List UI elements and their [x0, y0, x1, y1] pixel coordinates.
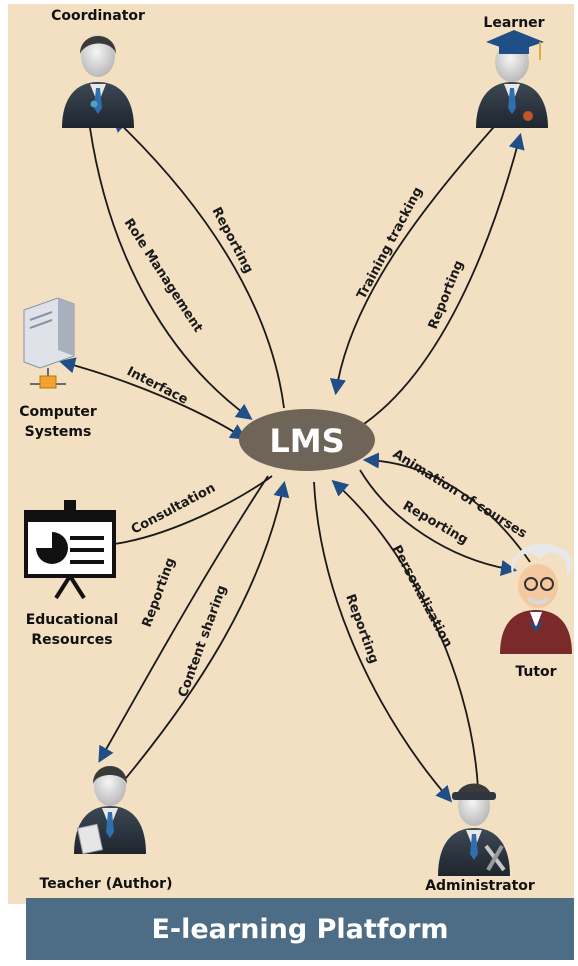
admin-reporting-line: [313, 481, 453, 803]
computer-systems-label-line1: Computer: [19, 404, 97, 420]
coordinator-reporting-line: [111, 115, 285, 409]
businessman-tools-icon: [438, 783, 510, 876]
coordinator-label: Coordinator: [51, 8, 145, 24]
learner-label: Learner: [483, 15, 544, 31]
learner-training-line: [329, 119, 501, 396]
tutor-actor[interactable]: Tutor: [500, 543, 572, 680]
tutor-animation-line: [362, 452, 531, 563]
educational-resources-actor[interactable]: Educational Resources: [24, 500, 119, 648]
computer-systems-actor[interactable]: Computer Systems: [19, 297, 97, 440]
teacher-content-line: [125, 480, 290, 779]
professor-icon: [500, 543, 572, 654]
teacher-reporting-line: [98, 475, 269, 763]
businessman-icon: [62, 35, 134, 128]
computer-interface-line: [58, 357, 247, 440]
admin-personalization-line: [331, 479, 479, 789]
lms-hub[interactable]: LMS: [239, 409, 375, 471]
teacher-actor[interactable]: Teacher (Author): [40, 766, 173, 892]
businessman-icon: [74, 766, 146, 855]
lms-label: LMS: [269, 422, 344, 460]
educational-resources-label-line1: Educational: [26, 612, 119, 628]
server-icon: [23, 297, 75, 389]
learner-actor[interactable]: Learner: [476, 15, 548, 128]
coordinator-actor[interactable]: Coordinator: [51, 8, 145, 128]
administrator-actor[interactable]: Administrator: [425, 783, 535, 895]
teacher-label: Teacher (Author): [40, 876, 173, 892]
resources-consultation-line: [113, 475, 273, 545]
platform-title: E-learning Platform: [151, 914, 448, 945]
administrator-label: Administrator: [425, 878, 535, 894]
connectors: [58, 115, 531, 803]
learner-reporting-line: [363, 132, 525, 425]
platform-banner: E-learning Platform: [26, 898, 574, 960]
graduate-icon: [476, 30, 548, 128]
tutor-label: Tutor: [515, 664, 556, 680]
tutor-reporting-line: [359, 469, 518, 576]
computer-systems-label-line2: Systems: [25, 424, 92, 440]
educational-resources-label-line2: Resources: [31, 632, 112, 648]
presentation-board-icon: [24, 500, 116, 600]
